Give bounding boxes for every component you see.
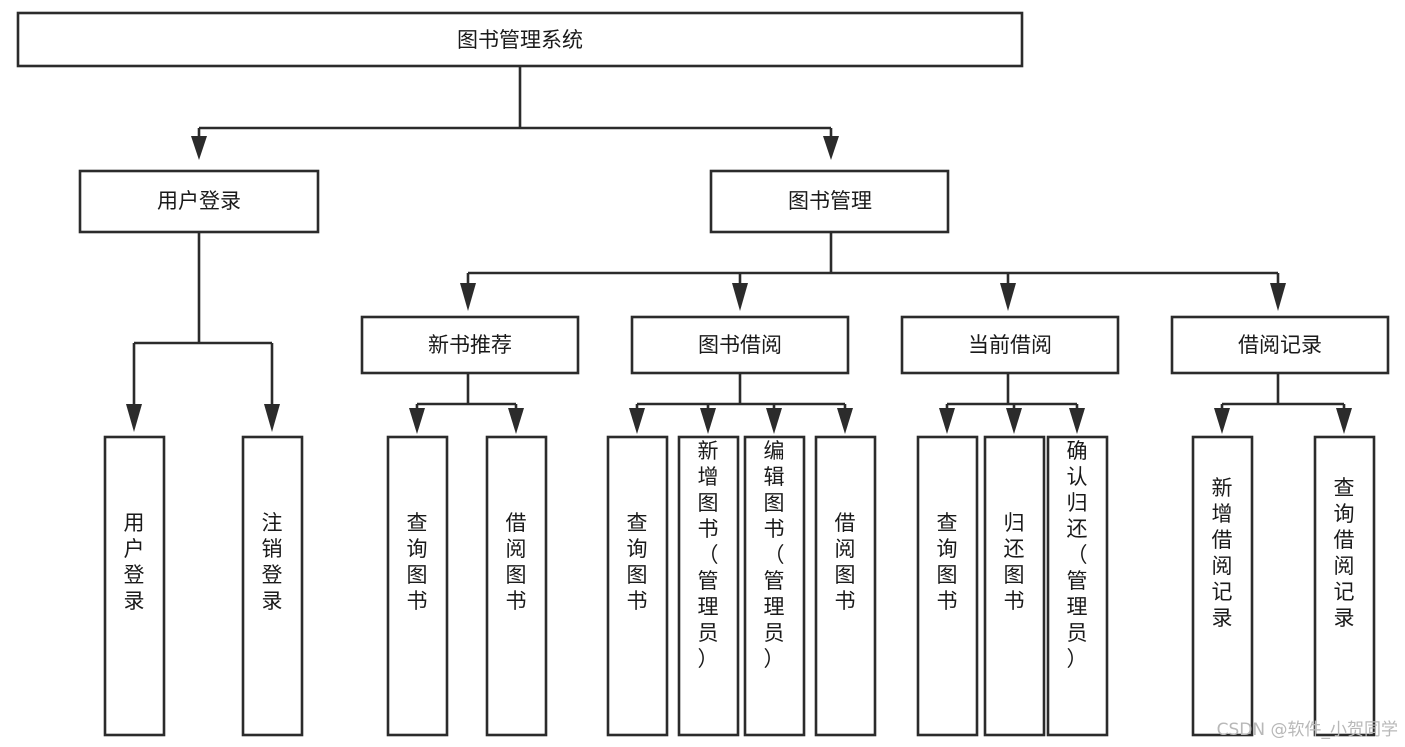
node-leaf-box[interactable] [677, 435, 740, 737]
connector-group-borrow-record [1214, 373, 1352, 434]
arrow-head-icon [1069, 408, 1085, 434]
node-book-borrow-label: 图书借阅 [698, 333, 782, 357]
node-book-manage-box[interactable] [709, 169, 950, 234]
connector-group-new-book [409, 373, 524, 434]
node-leaf-box[interactable] [983, 435, 1046, 737]
node-leaf-current-borrow-2-label: 归还图书 [1004, 511, 1025, 613]
arrow-head-icon [460, 283, 476, 311]
node-leaf-box[interactable] [103, 435, 166, 737]
node-borrow-record-label: 借阅记录 [1238, 333, 1322, 357]
node-leaf-book-borrow-4-label: 借阅图书 [835, 511, 856, 613]
node-leaf-box[interactable] [606, 435, 669, 737]
node-borrow-record-box[interactable] [1170, 315, 1390, 375]
node-user-login-box[interactable] [78, 169, 320, 234]
arrow-head-icon [508, 408, 524, 434]
node-user-login[interactable]: 用户登录 [78, 169, 320, 234]
node-borrow-record[interactable]: 借阅记录 [1170, 315, 1390, 375]
node-current-borrow[interactable]: 当前借阅 [900, 315, 1120, 375]
node-leaf-box[interactable] [743, 435, 806, 737]
node-leaf-book-borrow-2[interactable]: 新增图书（管理员） [677, 435, 740, 737]
node-root-label: 图书管理系统 [457, 28, 583, 52]
node-current-borrow-box[interactable] [900, 315, 1120, 375]
node-leaf-user-login-1[interactable]: 用户登录 [103, 435, 166, 737]
node-current-borrow-label: 当前借阅 [968, 333, 1052, 357]
node-leaf-current-borrow-3-label: 确认归还（管理员） [1067, 439, 1088, 671]
node-leaf-book-borrow-2-label: 新增图书（管理员） [698, 439, 719, 671]
arrow-head-icon [1006, 408, 1022, 434]
node-leaf-box[interactable] [1046, 435, 1109, 737]
node-leaf-book-borrow-3[interactable]: 编辑图书（管理员） [743, 435, 806, 737]
connector-group-book-borrow [629, 373, 853, 434]
node-root-box[interactable] [16, 11, 1024, 68]
node-leaf-new-book-1-label: 查询图书 [407, 511, 428, 613]
node-leaf-new-book-2[interactable]: 借阅图书 [485, 435, 548, 737]
node-leaf-box[interactable] [916, 435, 979, 737]
node-user-login-label: 用户登录 [157, 189, 241, 213]
arrow-head-icon [939, 408, 955, 434]
node-leaf-borrow-record-1[interactable]: 新增借阅记录 [1191, 435, 1254, 737]
node-leaf-book-borrow-1[interactable]: 查询图书 [606, 435, 669, 737]
csdn-watermark: CSDN @软件_小贺同学 [1217, 720, 1398, 740]
node-book-borrow[interactable]: 图书借阅 [630, 315, 850, 375]
node-book-borrow-box[interactable] [630, 315, 850, 375]
node-leaf-box[interactable] [1191, 435, 1254, 737]
arrow-head-icon [629, 408, 645, 434]
node-book-manage[interactable]: 图书管理 [709, 169, 950, 234]
arrow-head-icon [766, 408, 782, 434]
node-leaf-user-login-2[interactable]: 注销登录 [241, 435, 304, 737]
node-leaf-box[interactable] [814, 435, 877, 737]
node-leaf-box[interactable] [485, 435, 548, 737]
arrow-head-icon [837, 408, 853, 434]
arrow-head-icon [409, 408, 425, 434]
arrow-head-icon [1270, 283, 1286, 311]
node-root[interactable]: 图书管理系统 [16, 11, 1024, 68]
node-leaf-current-borrow-3[interactable]: 确认归还（管理员） [1046, 435, 1109, 737]
node-leaf-book-borrow-3-label: 编辑图书（管理员） [764, 439, 785, 671]
arrow-head-icon [1000, 283, 1016, 311]
node-leaf-book-borrow-1-label: 查询图书 [627, 511, 648, 613]
node-leaf-box[interactable] [1313, 435, 1376, 737]
node-leaf-user-login-2-label: 注销登录 [262, 511, 283, 613]
arrow-head-icon [823, 136, 839, 160]
node-new-book-recommend-box[interactable] [360, 315, 580, 375]
node-leaf-current-borrow-1[interactable]: 查询图书 [916, 435, 979, 737]
arrow-head-icon [264, 404, 280, 432]
arrow-head-icon [1214, 408, 1230, 434]
connector-group-root [191, 66, 839, 160]
node-new-book-recommend-label: 新书推荐 [428, 333, 512, 357]
connector-group-user-login [126, 232, 280, 432]
node-leaf-book-borrow-4[interactable]: 借阅图书 [814, 435, 877, 737]
arrow-head-icon [700, 408, 716, 434]
node-leaf-borrow-record-1-label: 新增借阅记录 [1212, 476, 1233, 630]
node-leaf-box[interactable] [386, 435, 449, 737]
node-leaf-current-borrow-2[interactable]: 归还图书 [983, 435, 1046, 737]
arrow-head-icon [1336, 408, 1352, 434]
connector-group-current-borrow [939, 373, 1085, 434]
node-leaf-current-borrow-1-label: 查询图书 [937, 511, 958, 613]
node-leaf-borrow-record-2-label: 查询借阅记录 [1334, 476, 1355, 630]
node-leaf-user-login-1-label: 用户登录 [124, 511, 145, 613]
connector-group-book-manage [460, 232, 1286, 311]
node-book-manage-label: 图书管理 [788, 189, 872, 213]
node-leaf-borrow-record-2[interactable]: 查询借阅记录 [1313, 435, 1376, 737]
arrow-head-icon [732, 283, 748, 311]
arrow-head-icon [126, 404, 142, 432]
node-leaf-new-book-2-label: 借阅图书 [506, 511, 527, 613]
arrow-head-icon [191, 136, 207, 160]
node-leaf-new-book-1[interactable]: 查询图书 [386, 435, 449, 737]
node-new-book-recommend[interactable]: 新书推荐 [360, 315, 580, 375]
node-leaf-box[interactable] [241, 435, 304, 737]
